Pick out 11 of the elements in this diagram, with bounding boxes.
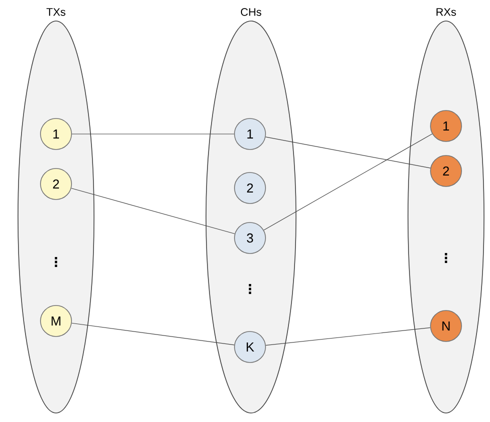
node-label: CHs xyxy=(240,8,262,16)
connector-line xyxy=(71,188,235,234)
vertical-ellipsis: ⋮ xyxy=(54,257,58,268)
vertical-ellipsis: ⋮ xyxy=(444,253,448,264)
connector-line xyxy=(264,134,432,230)
connector-line xyxy=(266,327,430,346)
node-label: RXs xyxy=(436,8,456,16)
node-label: TXs xyxy=(46,8,66,16)
connector-line xyxy=(265,136,431,168)
connector-line xyxy=(71,322,235,346)
vertical-ellipsis: ⋮ xyxy=(248,284,252,294)
